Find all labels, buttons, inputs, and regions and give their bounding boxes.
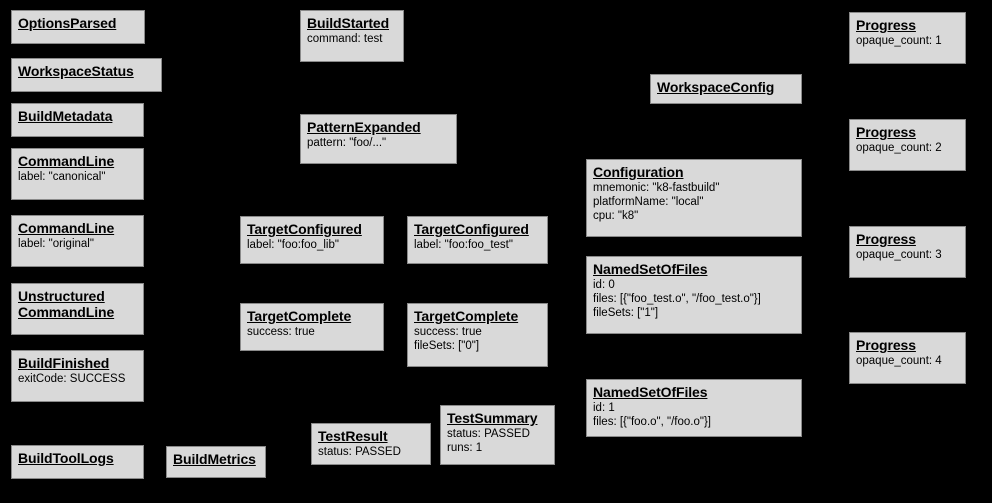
node-title: CommandLine xyxy=(18,153,115,169)
node-title: Unstructured CommandLine xyxy=(18,288,115,320)
node-title: CommandLine xyxy=(18,220,115,236)
node-test-result[interactable]: TestResult status: PASSED xyxy=(311,423,431,465)
node-command-line-canonical[interactable]: CommandLine label: "canonical" xyxy=(11,148,144,200)
node-title: BuildToolLogs xyxy=(18,450,114,466)
node-fields: exitCode: SUCCESS xyxy=(18,373,126,385)
node-progress-3[interactable]: Progress opaque_count: 3 xyxy=(849,226,966,278)
node-fields: status: PASSED runs: 1 xyxy=(447,428,530,454)
node-title: TargetComplete xyxy=(414,308,519,324)
node-title: OptionsParsed xyxy=(18,15,117,31)
node-title: TargetConfigured xyxy=(247,221,362,237)
node-fields: success: true xyxy=(247,326,315,338)
node-title: BuildStarted xyxy=(307,15,390,31)
node-workspace-config[interactable]: WorkspaceConfig xyxy=(650,74,802,104)
node-title: TargetConfigured xyxy=(414,221,529,237)
node-fields: command: test xyxy=(307,33,383,45)
node-title: TestResult xyxy=(318,428,388,444)
node-title: Configuration xyxy=(593,164,684,180)
node-named-set-of-files-0[interactable]: NamedSetOfFiles id: 0 files: [{"foo_test.… xyxy=(586,256,802,334)
node-fields: opaque_count: 1 xyxy=(856,35,942,47)
node-fields: label: "canonical" xyxy=(18,171,106,183)
node-unstructured-command-line[interactable]: Unstructured CommandLine xyxy=(11,283,144,335)
node-title: Progress xyxy=(856,337,916,353)
node-build-metadata[interactable]: BuildMetadata xyxy=(11,103,144,137)
node-title: BuildMetadata xyxy=(18,108,113,124)
node-options-parsed[interactable]: OptionsParsed xyxy=(11,10,145,44)
node-build-started[interactable]: BuildStarted command: test xyxy=(300,10,404,62)
node-progress-1[interactable]: Progress opaque_count: 1 xyxy=(849,12,966,64)
node-fields: opaque_count: 3 xyxy=(856,249,942,261)
node-progress-4[interactable]: Progress opaque_count: 4 xyxy=(849,332,966,384)
node-named-set-of-files-1[interactable]: NamedSetOfFiles id: 1 files: [{"foo.o", "… xyxy=(586,379,802,437)
node-fields: id: 1 files: [{"foo.o", "/foo.o"}] xyxy=(593,402,711,428)
node-fields: opaque_count: 4 xyxy=(856,355,942,367)
node-fields: success: true fileSets: ["0"] xyxy=(414,326,482,352)
node-fields: mnemonic: "k8-fastbuild" platformName: "… xyxy=(593,182,720,222)
node-title: Progress xyxy=(856,231,916,247)
node-fields: id: 0 files: [{"foo_test.o", "/foo_test.… xyxy=(593,279,761,319)
node-target-configured-lib[interactable]: TargetConfigured label: "foo:foo_lib" xyxy=(240,216,384,264)
node-fields: label: "foo:foo_lib" xyxy=(247,239,339,251)
node-fields: opaque_count: 2 xyxy=(856,142,942,154)
node-progress-2[interactable]: Progress opaque_count: 2 xyxy=(849,119,966,171)
node-title: NamedSetOfFiles xyxy=(593,261,708,277)
node-target-complete-lib[interactable]: TargetComplete success: true xyxy=(240,303,384,351)
node-title: NamedSetOfFiles xyxy=(593,384,708,400)
node-fields: pattern: "foo/..." xyxy=(307,137,387,149)
node-fields: status: PASSED xyxy=(318,446,401,458)
node-test-summary[interactable]: TestSummary status: PASSED runs: 1 xyxy=(440,405,555,465)
node-build-metrics[interactable]: BuildMetrics xyxy=(166,446,266,478)
node-command-line-original[interactable]: CommandLine label: "original" xyxy=(11,215,144,267)
node-target-configured-test[interactable]: TargetConfigured label: "foo:foo_test" xyxy=(407,216,548,264)
node-title: BuildMetrics xyxy=(173,451,256,467)
node-pattern-expanded[interactable]: PatternExpanded pattern: "foo/..." xyxy=(300,114,457,164)
node-workspace-status[interactable]: WorkspaceStatus xyxy=(11,58,162,92)
node-title: Progress xyxy=(856,17,916,33)
node-title: PatternExpanded xyxy=(307,119,421,135)
node-fields: label: "original" xyxy=(18,238,94,250)
node-title: WorkspaceStatus xyxy=(18,63,134,79)
node-title: Progress xyxy=(856,124,916,140)
node-build-finished[interactable]: BuildFinished exitCode: SUCCESS xyxy=(11,350,144,402)
node-title: BuildFinished xyxy=(18,355,110,371)
node-fields: label: "foo:foo_test" xyxy=(414,239,513,251)
node-title: WorkspaceConfig xyxy=(657,79,775,95)
node-configuration[interactable]: Configuration mnemonic: "k8-fastbuild" pl… xyxy=(586,159,802,237)
node-build-tool-logs[interactable]: BuildToolLogs xyxy=(11,445,144,479)
node-title: TestSummary xyxy=(447,410,538,426)
node-title: TargetComplete xyxy=(247,308,352,324)
node-target-complete-test[interactable]: TargetComplete success: true fileSets: ["… xyxy=(407,303,548,367)
